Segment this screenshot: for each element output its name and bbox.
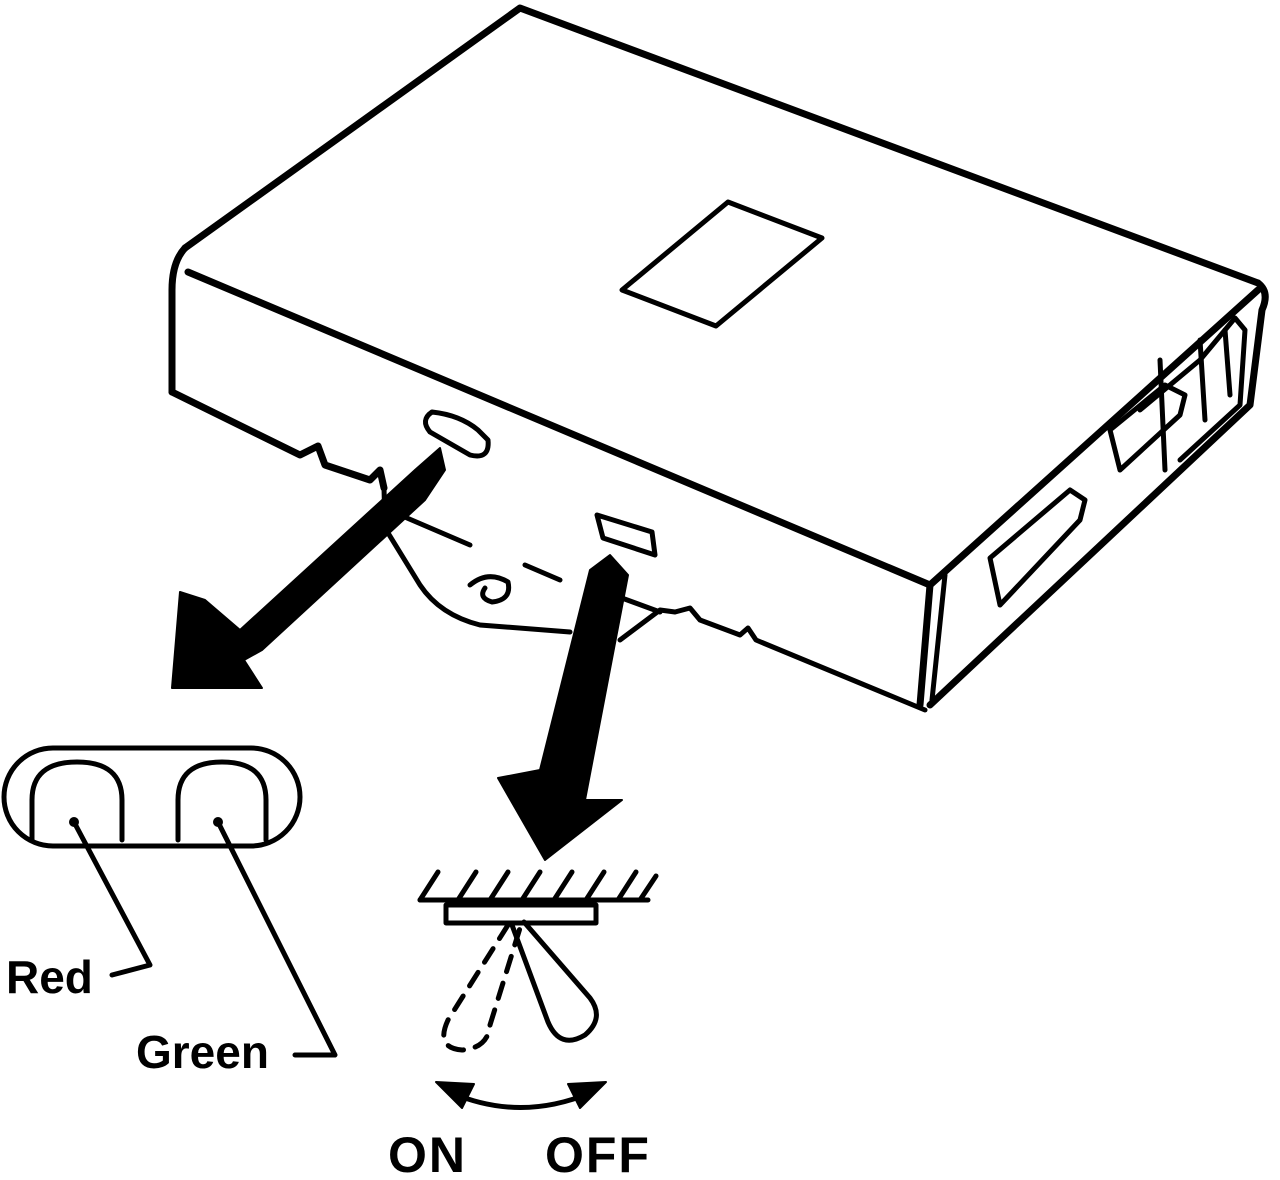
green-leader-line [215, 819, 338, 1058]
mode-switch-slot [594, 512, 658, 558]
switch-lever-on [441, 922, 523, 1053]
off-label: OFF [545, 1127, 651, 1180]
green-led [175, 759, 269, 843]
switch-detail [417, 869, 659, 1110]
on-label: ON [388, 1127, 467, 1180]
red-leader-line [71, 819, 153, 978]
red-led [29, 759, 125, 843]
switch-lever-off [509, 919, 599, 1043]
switch-callout-arrow [497, 554, 629, 861]
led-detail [1, 745, 338, 1058]
control-unit-box [168, 4, 1269, 713]
green-label: Green [136, 1026, 269, 1078]
switch-travel-arrow [449, 1090, 593, 1110]
led-window [423, 409, 491, 459]
led-callout-arrow [171, 447, 446, 689]
red-label: Red [6, 951, 93, 1003]
